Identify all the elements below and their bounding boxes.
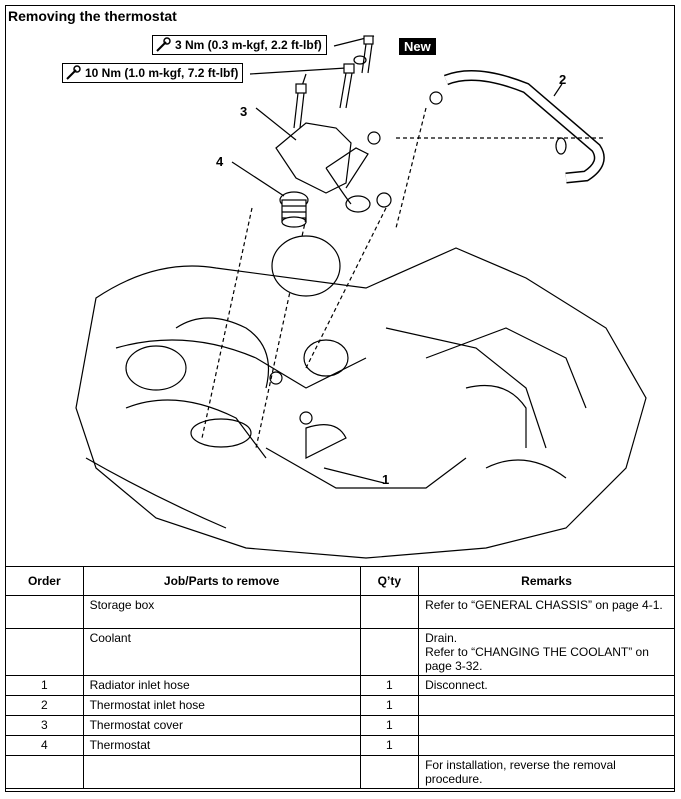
row-order <box>5 628 84 676</box>
table-row: 2 Thermostat inlet hose 1 <box>5 695 675 716</box>
row-qty: 1 <box>359 735 420 756</box>
row-remarks <box>418 695 675 716</box>
thermostat-part <box>279 191 309 228</box>
row-job: Thermostat inlet hose <box>82 695 361 716</box>
row-remarks: Disconnect. <box>418 675 675 696</box>
wrench-icon <box>66 65 81 80</box>
table-row: Coolant Drain. Refer to “CHANGING THE CO… <box>5 628 675 676</box>
row-qty: 1 <box>359 715 420 736</box>
row-remarks <box>418 735 675 756</box>
row-qty: 1 <box>359 675 420 696</box>
new-badge: New <box>399 38 436 55</box>
row-job: Storage box <box>82 595 361 629</box>
table-header-row: Order Job/Parts to remove Q’ty Remarks <box>5 566 675 596</box>
row-job: Coolant <box>82 628 361 676</box>
header-remarks: Remarks <box>418 566 675 596</box>
table-row: 4 Thermostat 1 <box>5 735 675 756</box>
row-order: 2 <box>5 695 84 716</box>
row-job: Thermostat <box>82 735 361 756</box>
wrench-icon <box>156 37 171 52</box>
header-job: Job/Parts to remove <box>82 566 361 596</box>
bolt-3nm <box>361 35 374 74</box>
page-frame <box>5 5 675 792</box>
parts-table: Order Job/Parts to remove Q’ty Remarks S… <box>5 566 675 789</box>
row-qty <box>359 628 420 676</box>
row-order: 1 <box>5 675 84 696</box>
row-remarks <box>418 715 675 736</box>
page-title: Removing the thermostat <box>8 8 177 24</box>
engine-body <box>75 235 647 559</box>
row-remarks: For installation, reverse the removal pr… <box>418 755 675 789</box>
bolt-10nm-b <box>293 83 307 129</box>
table-row: 1 Radiator inlet hose 1 Disconnect. <box>5 675 675 696</box>
torque-spec-3nm: 3 Nm (0.3 m-kgf, 2.2 ft-lbf) <box>152 35 327 55</box>
leader-line <box>249 67 347 75</box>
washer <box>353 55 367 65</box>
row-order <box>5 755 84 789</box>
callout-4: 4 <box>216 154 224 169</box>
thermostat-cover <box>275 122 352 194</box>
row-qty <box>359 755 420 789</box>
header-order: Order <box>5 566 84 596</box>
row-order: 3 <box>5 715 84 736</box>
callout-1: 1 <box>382 472 390 487</box>
exploded-view-illustration <box>75 35 647 559</box>
row-remarks: Drain. Refer to “CHANGING THE COOLANT” o… <box>418 628 675 676</box>
row-remarks: Refer to “GENERAL CHASSIS” on page 4-1. <box>418 595 675 629</box>
row-order <box>5 595 84 629</box>
table-row: Storage box Refer to “GENERAL CHASSIS” o… <box>5 595 675 629</box>
bolt-10nm-a <box>339 63 355 109</box>
row-order: 4 <box>5 735 84 756</box>
table-row: For installation, reverse the removal pr… <box>5 755 675 789</box>
header-qty: Q’ty <box>359 566 420 596</box>
torque-spec-10nm: 10 Nm (1.0 m-kgf, 7.2 ft-lbf) <box>62 63 244 83</box>
row-job: Radiator inlet hose <box>82 675 361 696</box>
row-qty <box>359 595 420 629</box>
callout-2: 2 <box>559 72 567 87</box>
row-job: Thermostat cover <box>82 715 361 736</box>
row-qty: 1 <box>359 695 420 716</box>
torque-spec-label: 10 Nm (1.0 m-kgf, 7.2 ft-lbf) <box>85 66 239 80</box>
torque-spec-label: 3 Nm (0.3 m-kgf, 2.2 ft-lbf) <box>175 38 322 52</box>
callout-3: 3 <box>240 104 248 119</box>
row-job <box>82 755 361 789</box>
table-row: 3 Thermostat cover 1 <box>5 715 675 736</box>
